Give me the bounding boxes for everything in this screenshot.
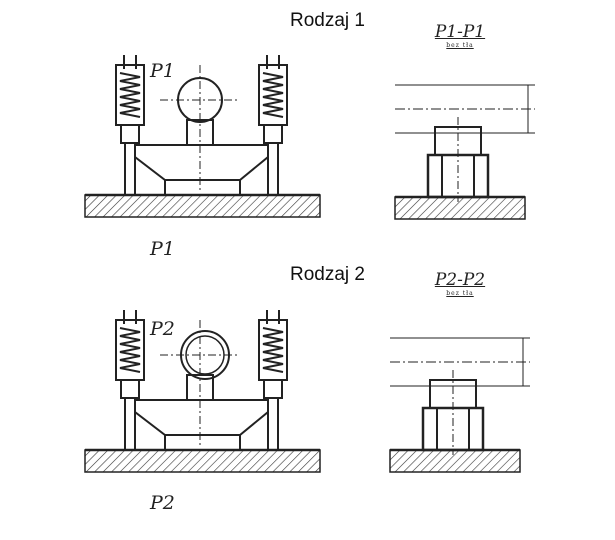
variant-1-marker-top: P1 [150,60,175,82]
variant-2-drawing [85,310,532,474]
variant-1-drawing [85,55,537,221]
variant-1-marker-bottom: P1 [150,238,175,260]
variant-1-title: Rodzaj 1 [290,10,365,31]
variant-2-title: Rodzaj 2 [290,264,365,285]
variant-2-marker-bottom: P2 [150,492,175,514]
variant-2-marker-top: P2 [150,318,175,340]
